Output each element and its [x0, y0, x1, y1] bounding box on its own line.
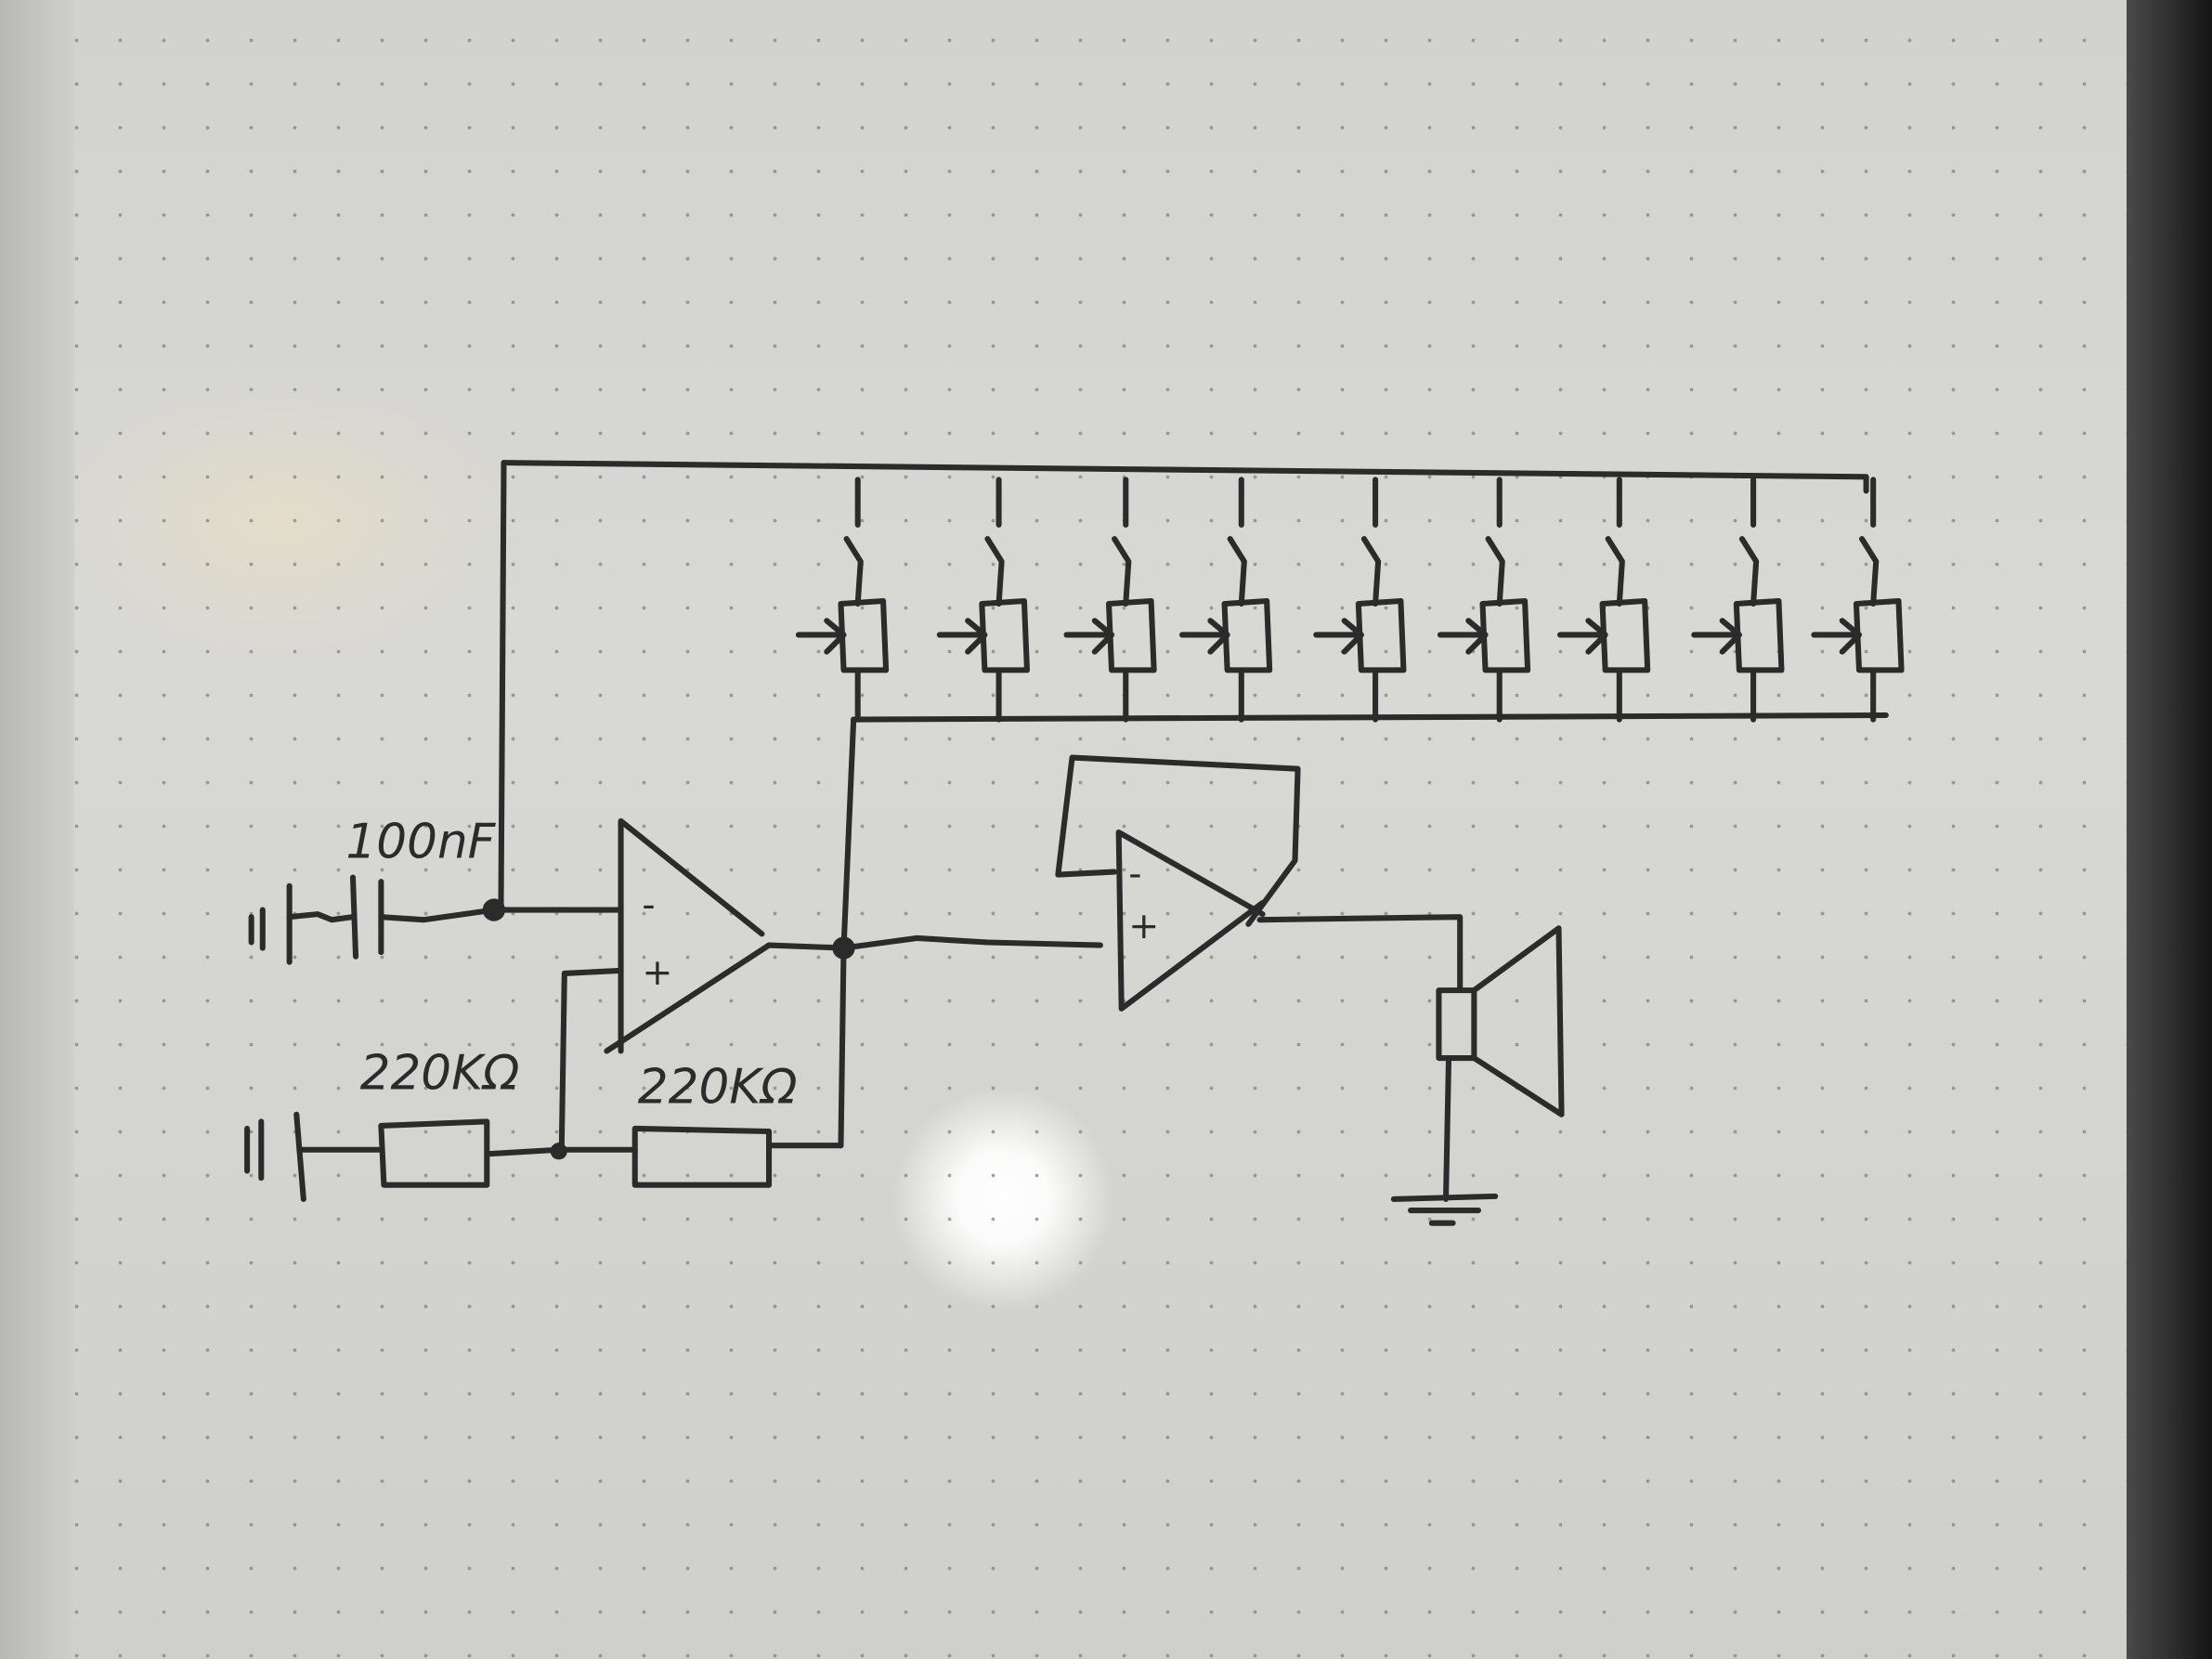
resistor-220k-input [378, 1118, 490, 1188]
paper-edge [0, 0, 74, 1659]
speaker [1436, 925, 1565, 1117]
potentiometer-switch-branch [1063, 477, 1157, 723]
bottom-bus-wire [851, 712, 1889, 723]
capacitor-label: 100nF [345, 814, 496, 869]
noninverting-input-wire [558, 967, 624, 1153]
opamp-2-plus: + [1128, 905, 1159, 947]
capacitor-100nf [349, 874, 384, 960]
potentiometer-switch-branch [795, 477, 890, 723]
resistor-220k-feedback [631, 1125, 773, 1188]
opamp-1-output-wire [765, 942, 847, 951]
opamp-1 [604, 817, 773, 1054]
opamp-1-minus: - [642, 883, 655, 926]
top-bus-wire [501, 460, 1869, 494]
resistor-feedback-label: 220KΩ [638, 1060, 798, 1116]
potentiometer-switch-branch [936, 477, 1030, 723]
potentiometer-switch-branch [1811, 477, 1905, 723]
input-ground-symbol [248, 882, 293, 965]
speaker-ground-wire [1442, 1054, 1452, 1202]
potentiometer-switch-branch [1437, 477, 1531, 723]
ground-icon [1390, 1193, 1499, 1226]
potentiometer-array [795, 477, 1905, 723]
junction-dot [482, 898, 506, 921]
opamp-2-minus: - [1128, 853, 1141, 895]
inverting-input-wire [378, 907, 624, 923]
output-vertical-wire [838, 716, 857, 1149]
tablet-bezel [2127, 0, 2212, 1659]
feedback-vertical-wire [498, 460, 507, 913]
bias-ground-symbol [244, 1111, 306, 1202]
opamp-1-plus: + [642, 951, 672, 994]
opamp-2 [1115, 830, 1266, 1012]
opamp-2-input-wire [840, 934, 1103, 951]
resistor-input-label: 220KΩ [360, 1045, 520, 1101]
opamp-2-feedback-loop [1055, 754, 1301, 927]
junction-dot [550, 1143, 567, 1160]
potentiometer-switch-branch [1556, 477, 1651, 723]
potentiometer-switch-branch [1313, 477, 1407, 723]
potentiometer-switch-branch [1691, 477, 1785, 723]
potentiometer-switch-branch [1178, 477, 1273, 723]
opamp-2-output-wire [1256, 914, 1464, 991]
capacitor-input-wire [286, 911, 357, 923]
